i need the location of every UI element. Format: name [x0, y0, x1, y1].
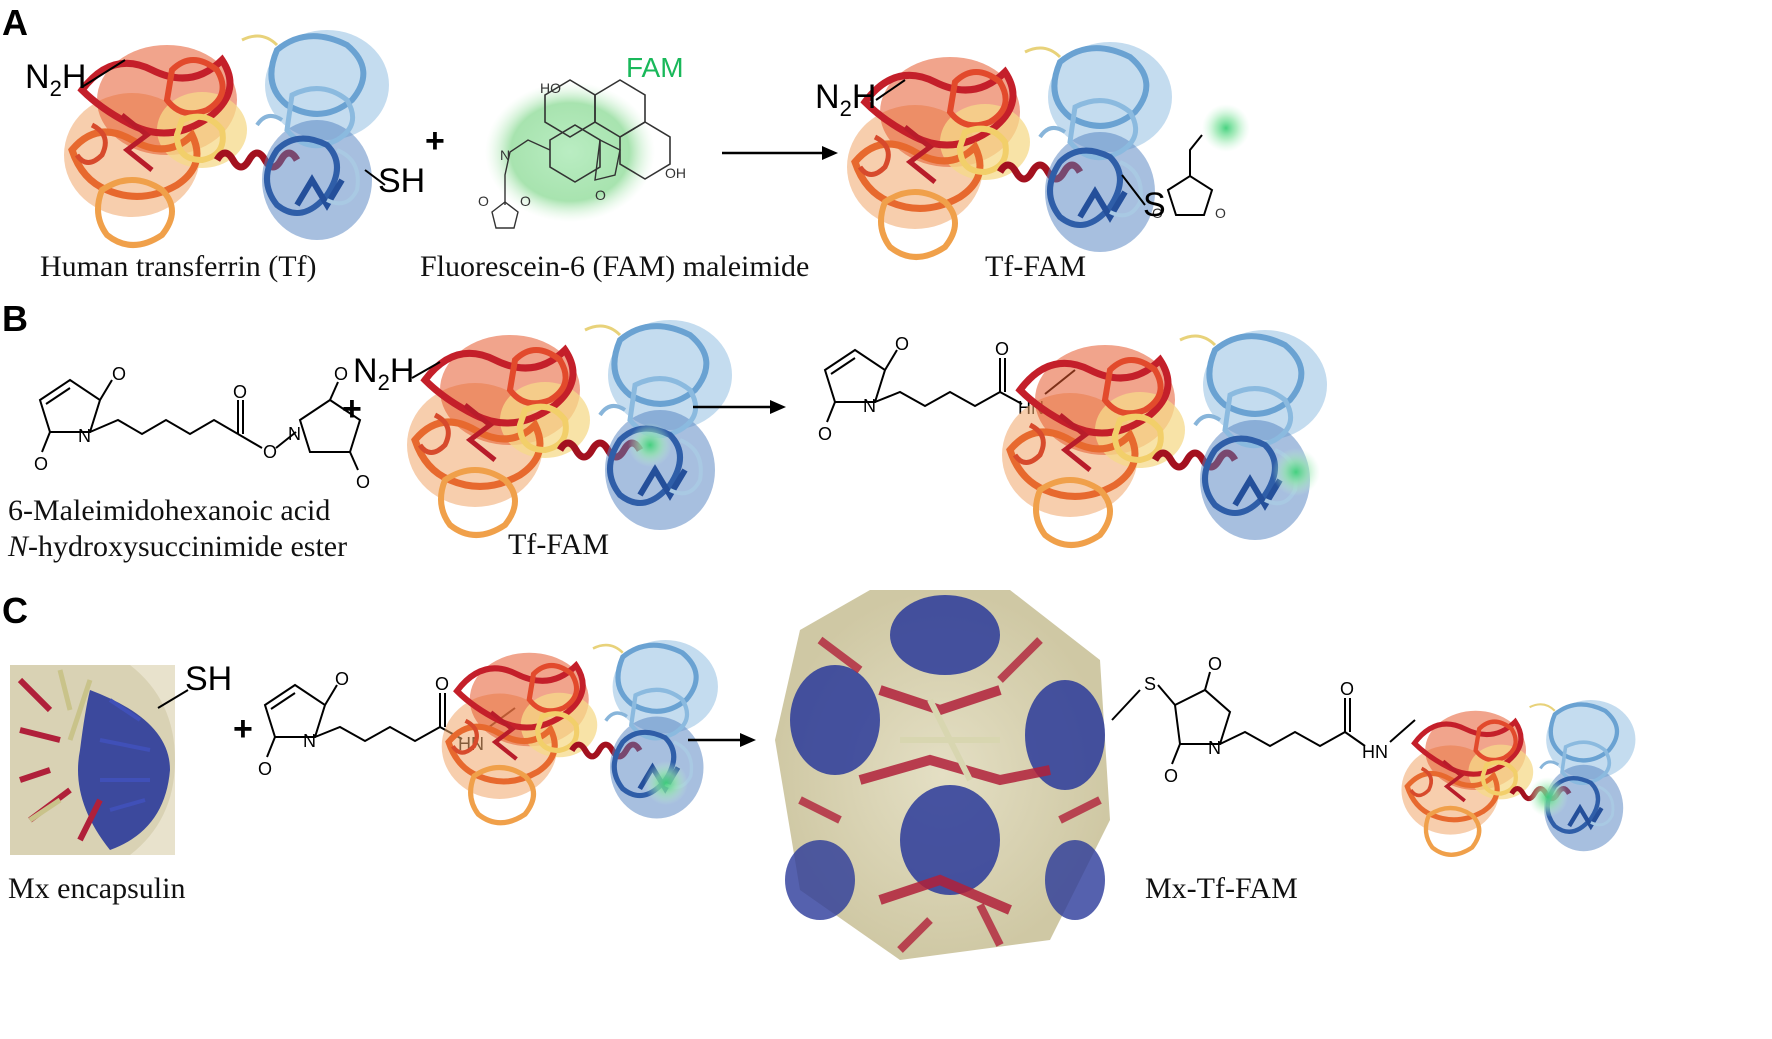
- amine-h: H: [61, 58, 87, 96]
- svg-text:O: O: [1215, 205, 1226, 221]
- panel-a-letter: A: [2, 2, 28, 43]
- amine-n: N: [353, 352, 378, 390]
- thiol-label: SH: [378, 162, 426, 200]
- caption-rest: -hydroxysuccinimide ester: [28, 530, 348, 563]
- panel-b-product-protein: [1002, 330, 1327, 545]
- plus-sign: +: [342, 390, 362, 428]
- svg-text:O: O: [258, 759, 272, 779]
- svg-text:N: N: [1208, 738, 1221, 758]
- product-amine-label: N2H: [815, 78, 876, 122]
- svg-text:O: O: [895, 334, 909, 354]
- svg-text:O: O: [112, 364, 126, 384]
- fam-glow-icon: [628, 423, 672, 467]
- panel-b-tf-fam-protein: [407, 320, 732, 535]
- svg-text:O: O: [595, 187, 606, 203]
- fam-glow-icon: [1272, 448, 1320, 496]
- svg-text:O: O: [1208, 654, 1222, 674]
- caption-mx-tf-fam: Mx-Tf-FAM: [1145, 872, 1298, 905]
- amine-label: N2H: [353, 352, 414, 396]
- product-sulfur-label: S: [1143, 186, 1166, 224]
- caption-fam-maleimide: Fluorescein-6 (FAM) maleimide: [420, 250, 810, 283]
- svg-text:O: O: [435, 674, 449, 694]
- fam-maleimide-structure: HO OH O O N O: [478, 79, 686, 229]
- plus-sign: +: [425, 122, 445, 160]
- svg-text:O: O: [356, 472, 370, 492]
- caption-human-transferrin: Human transferrin (Tf): [40, 250, 317, 283]
- svg-text:OH: OH: [665, 165, 686, 181]
- svg-text:O: O: [478, 193, 489, 209]
- amine-subscript: 2: [49, 75, 62, 101]
- mx-encapsulin-fragment: [10, 665, 175, 855]
- svg-text:N: N: [863, 396, 876, 416]
- amine-h: H: [389, 352, 415, 390]
- amine-h: H: [851, 78, 877, 116]
- panel-a-transferrin: [64, 30, 389, 245]
- encapsulin-capsid-icon: [775, 590, 1110, 960]
- svg-text:S: S: [1144, 674, 1156, 694]
- fam-glow-icon: [1528, 777, 1568, 817]
- svg-text:HN: HN: [1362, 742, 1388, 762]
- svg-text:O: O: [1164, 766, 1178, 786]
- svg-text:O: O: [818, 424, 832, 444]
- fam-glow-icon: [644, 761, 688, 805]
- panel-a-product-protein: [847, 42, 1172, 257]
- succinimide-linker-structure: [1157, 671, 1416, 765]
- panel-c-letter: C: [2, 590, 28, 631]
- thiol-label: SH: [185, 660, 233, 698]
- svg-text:N: N: [500, 147, 510, 163]
- product-succinimide: O O: [1152, 134, 1226, 221]
- fam-glow-icon: [1202, 104, 1250, 152]
- svg-text:N: N: [288, 424, 301, 444]
- caption-reagent-line1: 6-Maleimidohexanoic acid: [8, 494, 331, 527]
- svg-text:O: O: [263, 442, 277, 462]
- amine-subscript: 2: [377, 369, 390, 395]
- svg-text:N: N: [78, 426, 91, 446]
- svg-text:O: O: [334, 364, 348, 384]
- reaction-arrow-icon: [722, 146, 838, 160]
- caption-reagent-line2: N-hydroxysuccinimide ester: [8, 530, 347, 564]
- plus-sign: +: [233, 710, 253, 748]
- svg-text:O: O: [1152, 205, 1163, 221]
- svg-text:O: O: [1340, 679, 1354, 699]
- svg-text:HO: HO: [540, 80, 561, 96]
- svg-text:N: N: [303, 731, 316, 751]
- reaction-arrow-icon: [693, 400, 786, 414]
- svg-text:O: O: [520, 193, 531, 209]
- svg-text:O: O: [233, 382, 247, 402]
- caption-italic-n: N: [8, 530, 29, 563]
- amine-subscript: 2: [839, 95, 852, 121]
- reaction-arrow-icon: [688, 733, 756, 747]
- amine-n: N: [815, 78, 840, 116]
- caption-tf-fam: Tf-FAM: [985, 250, 1087, 283]
- svg-text:O: O: [335, 669, 349, 689]
- maleimide-linker-structure: [823, 348, 1076, 423]
- panel-b-letter: B: [2, 298, 28, 339]
- svg-text:O: O: [34, 454, 48, 474]
- caption-mx-encapsulin: Mx encapsulin: [8, 872, 186, 905]
- svg-text:O: O: [995, 339, 1009, 359]
- fam-label: FAM: [626, 52, 684, 83]
- nhs-ester-structure: [38, 378, 362, 471]
- panel-c-product-protein: [1401, 700, 1635, 855]
- amine-label: N2H: [25, 58, 86, 102]
- amine-n: N: [25, 58, 50, 96]
- caption-tf-fam: Tf-FAM: [508, 528, 610, 561]
